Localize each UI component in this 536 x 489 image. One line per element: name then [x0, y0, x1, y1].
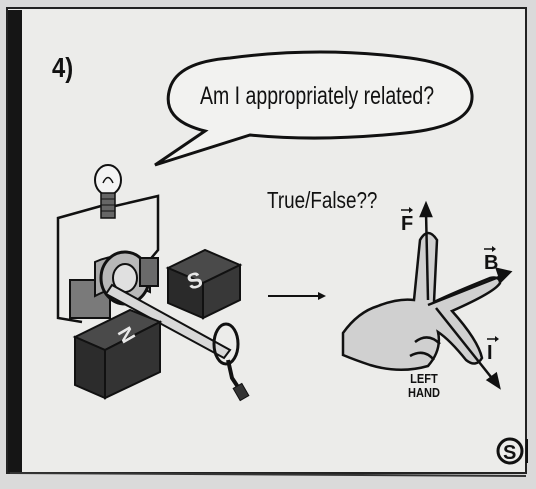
magnet-north: N [75, 310, 160, 398]
speech-bubble-text: Am I appropriately related? [200, 82, 434, 111]
svg-text:S: S [503, 442, 516, 464]
question-number: 4) [52, 52, 73, 84]
left-hand-icon [343, 233, 500, 370]
arrow-right-icon [268, 292, 326, 300]
force-label: F [401, 213, 413, 236]
left-dark-bar [8, 10, 22, 472]
hand-label: LEFT HAND [408, 372, 440, 400]
magnet-south: S [168, 250, 240, 318]
logo-icon: S [498, 439, 527, 464]
true-false-prompt: True/False?? [267, 187, 377, 214]
vector-arrow-icon [484, 246, 496, 252]
lamp-icon [95, 165, 121, 218]
current-letter: I [487, 342, 493, 364]
vector-arrow-icon [401, 207, 413, 213]
hand-label-line2: HAND [408, 386, 440, 400]
hand-label-line1: LEFT [408, 372, 440, 386]
field-label: B [484, 252, 498, 275]
vector-arrow-icon [487, 336, 499, 342]
force-letter: F [401, 213, 413, 235]
field-letter: B [484, 252, 498, 274]
current-label: I [487, 342, 493, 365]
